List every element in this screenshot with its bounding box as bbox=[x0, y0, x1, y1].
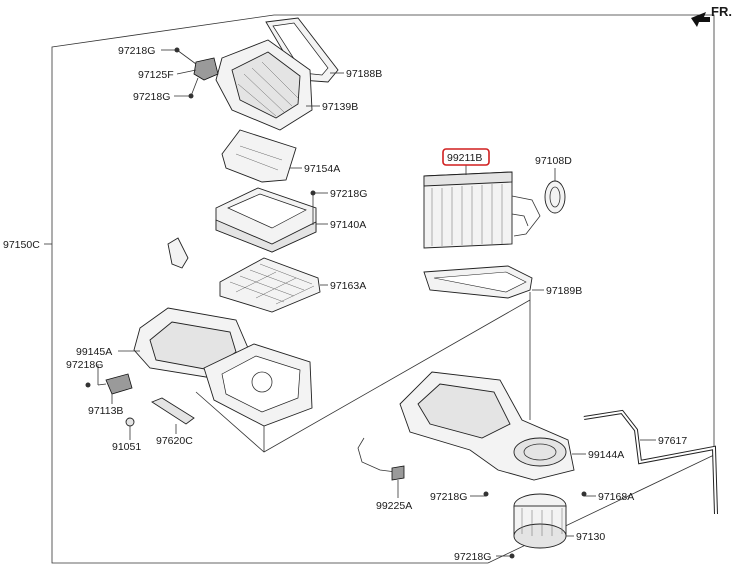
label-97218G[interactable]: 97218G bbox=[66, 359, 103, 371]
intake-case-97139B bbox=[215, 39, 313, 131]
highlight-box bbox=[442, 148, 490, 166]
label-97108D[interactable]: 97108D bbox=[535, 155, 572, 167]
gasket-97188B bbox=[265, 17, 339, 83]
evaporator-core bbox=[423, 171, 541, 249]
label-97218G[interactable]: 97218G bbox=[430, 491, 467, 503]
label-97130[interactable]: 97130 bbox=[576, 531, 605, 543]
label-97218G[interactable]: 97218G bbox=[454, 551, 491, 563]
duct-97154A bbox=[221, 129, 297, 183]
front-arrow-icon bbox=[691, 12, 710, 27]
screw-icon bbox=[581, 491, 587, 497]
air-filter-97163A bbox=[219, 257, 321, 313]
resistor-97113B bbox=[105, 373, 133, 395]
label-97218G[interactable]: 97218G bbox=[133, 91, 170, 103]
actuator-97125F bbox=[193, 57, 219, 81]
label-97188B[interactable]: 97188B bbox=[346, 68, 382, 80]
orientation-label: FR. bbox=[711, 4, 732, 19]
screw-icon bbox=[85, 382, 91, 388]
label-99211B[interactable]: 99211B bbox=[447, 152, 482, 164]
label-97163A[interactable]: 97163A bbox=[330, 280, 366, 292]
label-97154A[interactable]: 97154A bbox=[304, 163, 340, 175]
label-97168A[interactable]: 97168A bbox=[598, 491, 634, 503]
label-99144A[interactable]: 99144A bbox=[588, 449, 624, 461]
label-97218G[interactable]: 97218G bbox=[330, 188, 367, 200]
label-99225A[interactable]: 99225A bbox=[376, 500, 412, 512]
label-97620C[interactable]: 97620C bbox=[156, 435, 193, 447]
label-99145A[interactable]: 99145A bbox=[76, 346, 112, 358]
label-91051[interactable]: 91051 bbox=[112, 441, 141, 453]
label-97140A[interactable]: 97140A bbox=[330, 219, 366, 231]
seal-97108D bbox=[544, 180, 566, 214]
label-97113B[interactable]: 97113B bbox=[88, 405, 123, 417]
duct-hose-icon bbox=[167, 237, 189, 269]
label-97125F[interactable]: 97125F bbox=[138, 69, 174, 81]
label-97150C[interactable]: 97150C bbox=[3, 239, 40, 251]
cover-97189B bbox=[423, 265, 533, 299]
leader-lines bbox=[44, 49, 656, 557]
connector-97620C bbox=[151, 397, 195, 425]
pipe-97617 bbox=[583, 409, 718, 515]
sensor-91051 bbox=[125, 417, 135, 427]
label-97218G[interactable]: 97218G bbox=[118, 45, 155, 57]
wiring-99225A bbox=[357, 437, 405, 481]
blower-case-99144A bbox=[399, 371, 575, 481]
label-97617[interactable]: 97617 bbox=[658, 435, 687, 447]
blower-motor-97130 bbox=[513, 493, 567, 549]
filter-case-97140A bbox=[215, 187, 317, 253]
label-97139B[interactable]: 97139B bbox=[322, 101, 358, 113]
screw-icon bbox=[483, 491, 489, 497]
label-97189B[interactable]: 97189B bbox=[546, 285, 582, 297]
lower-case-housing bbox=[133, 307, 313, 427]
